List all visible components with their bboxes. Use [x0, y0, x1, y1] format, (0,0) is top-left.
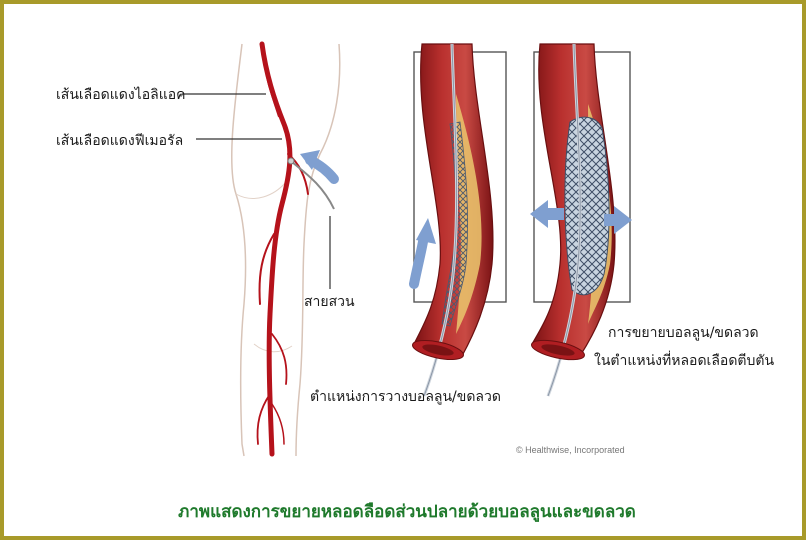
- copyright-credit: © Healthwise, Incorporated: [516, 445, 625, 455]
- figure-caption: ภาพแสดงการขยายหลอดลือดส่วนปลายด้วยบอลลูน…: [178, 502, 636, 522]
- label-catheter: สายสวน: [304, 294, 355, 310]
- label-placement: ตำแหน่งการวางบอลลูน/ขดลวด: [310, 389, 501, 405]
- advance-arrow: [409, 218, 436, 289]
- label-iliac-artery: เส้นเลือดแดงไอลิแอค: [56, 87, 186, 103]
- illustration: [182, 41, 632, 457]
- leg-arteries: [256, 41, 309, 457]
- panel-placement: [412, 43, 507, 397]
- label-expansion-line2: ในตำแหน่งที่หลอดเลือดตีบตัน: [594, 353, 775, 369]
- leader-lines: [182, 93, 331, 289]
- leg-drawing: [231, 43, 341, 457]
- label-femoral-artery: เส้นเลือดแดงฟีเมอรัล: [56, 133, 184, 149]
- leg-catheter: [287, 157, 335, 210]
- expansion-arrows: [530, 200, 632, 234]
- panel-expansion: [531, 43, 631, 397]
- entry-arrow: [300, 150, 339, 184]
- label-expansion-line1: การขยายบอลลูน/ขดลวด: [608, 325, 759, 341]
